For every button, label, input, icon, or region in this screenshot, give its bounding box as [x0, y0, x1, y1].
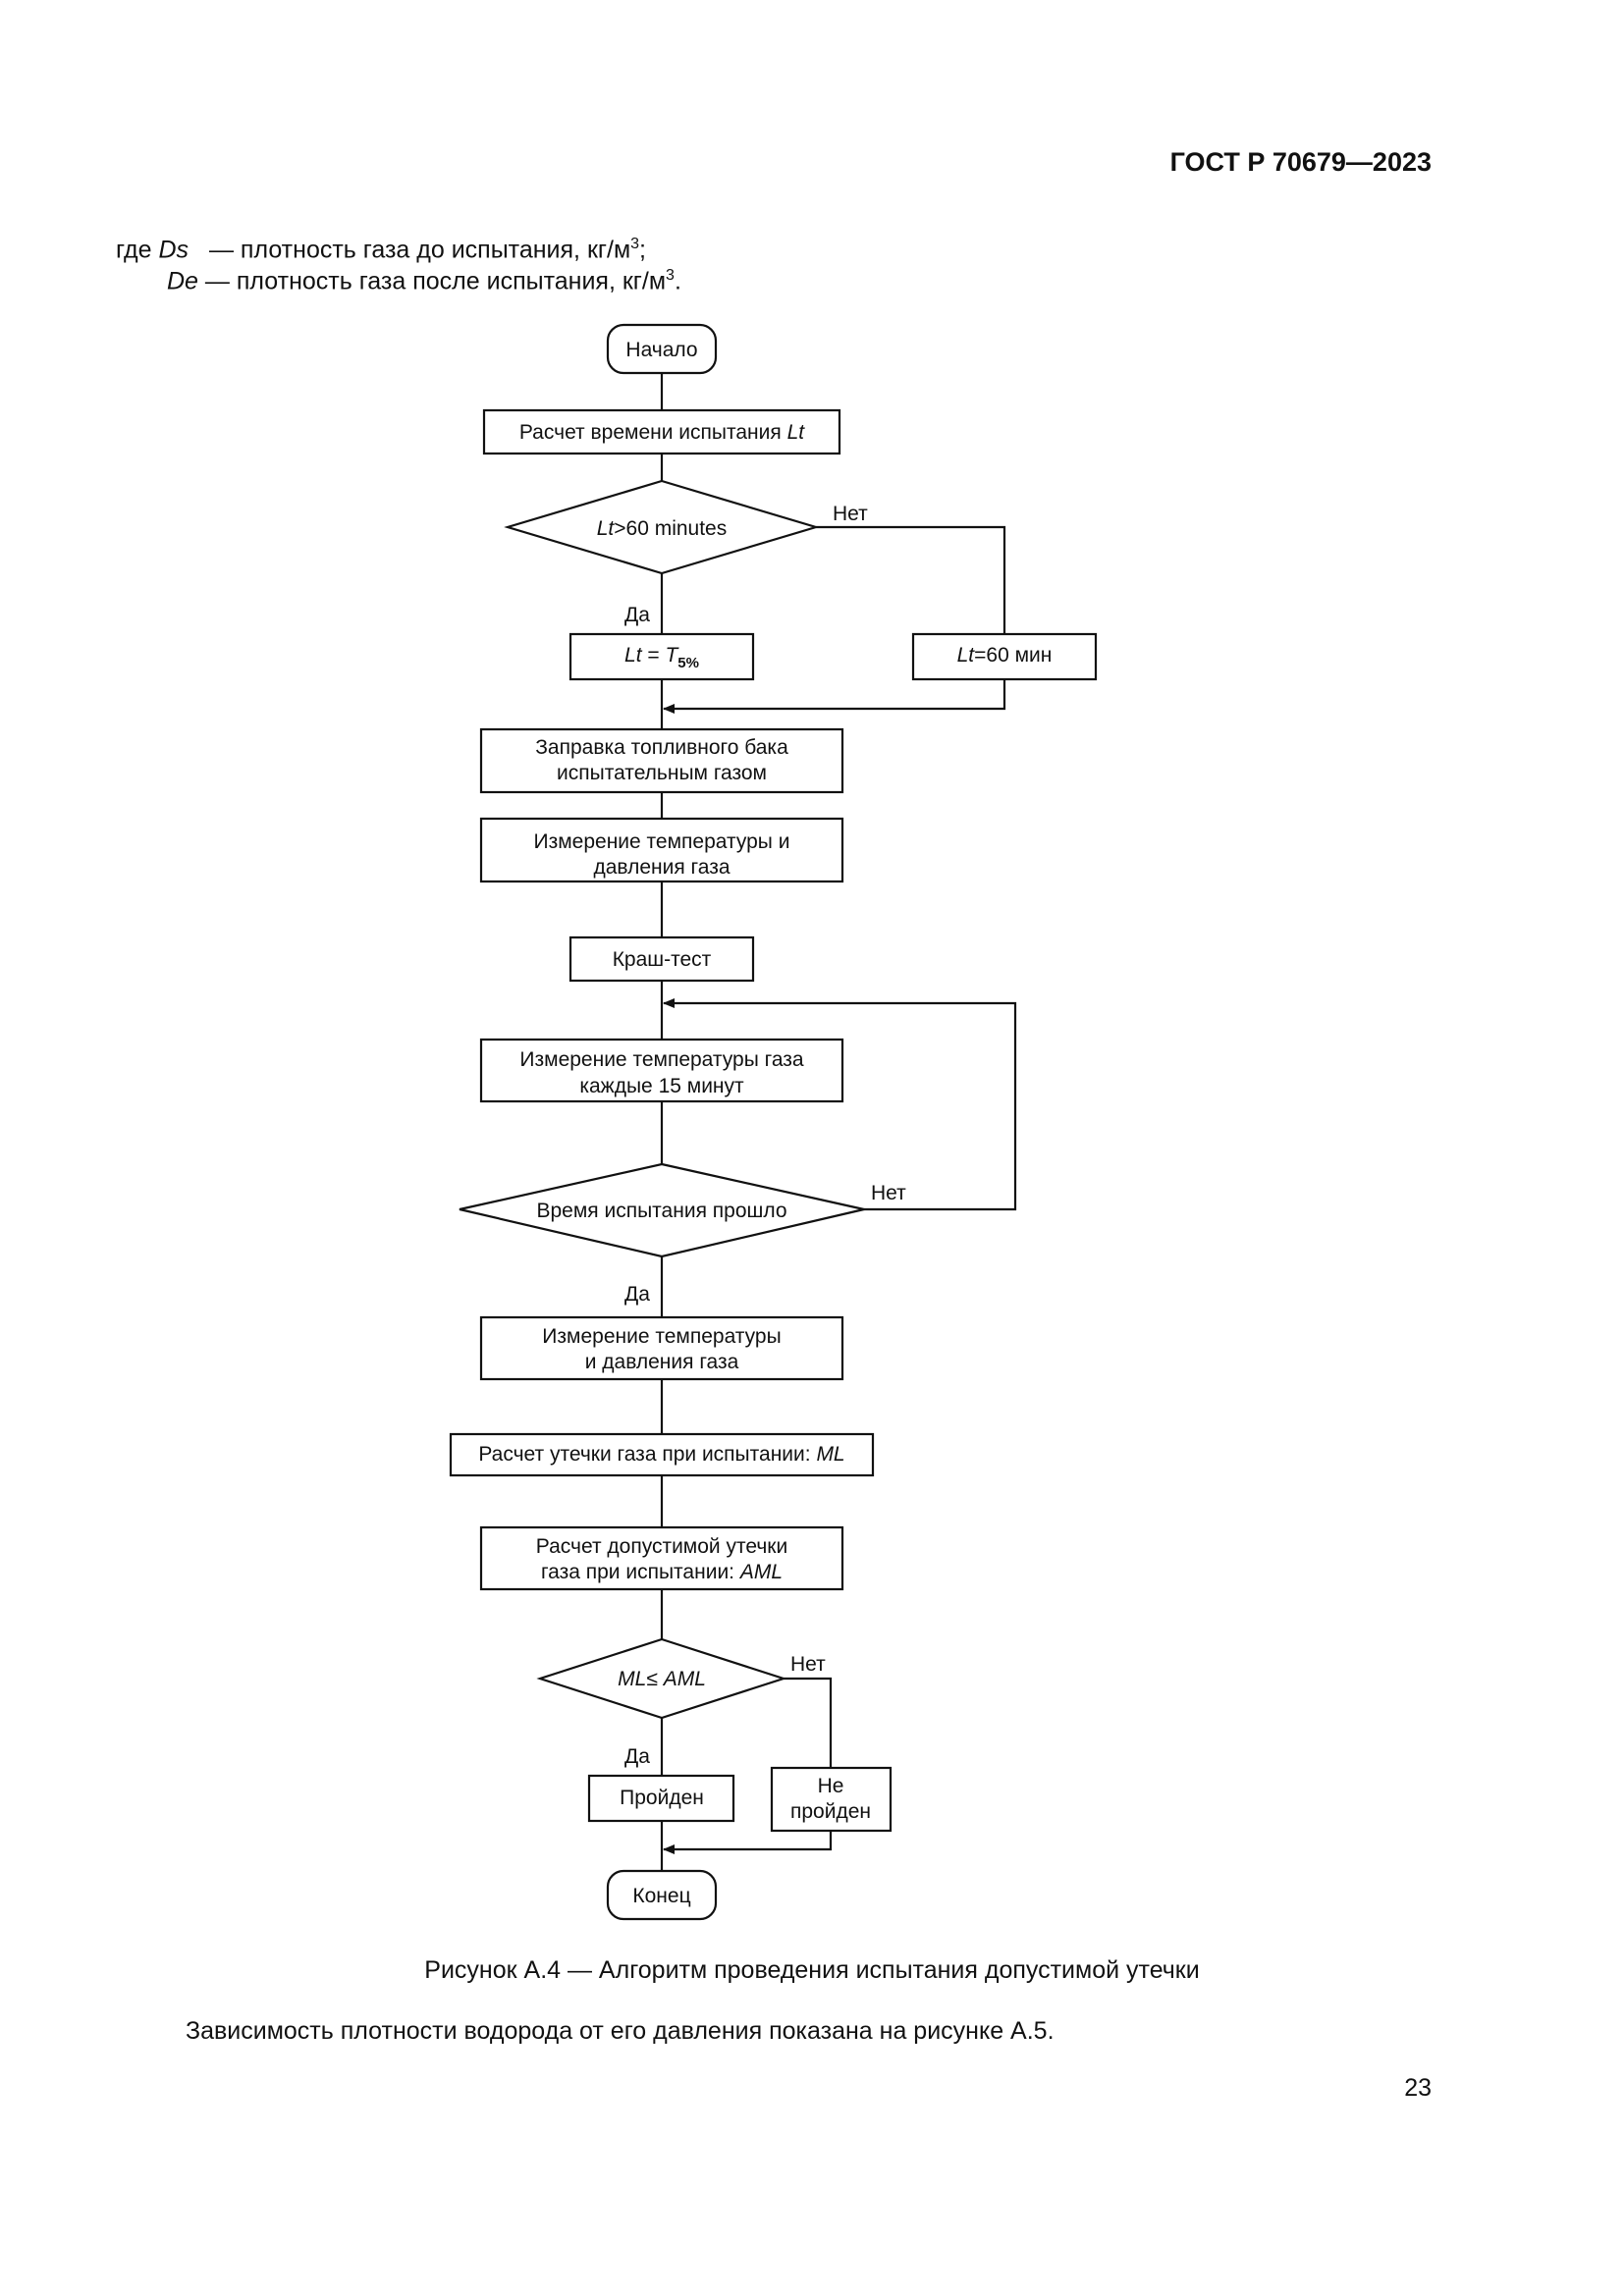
page-number: 23	[1404, 2074, 1432, 2102]
calc-aml-line1: Расчет допустимой утечки	[536, 1535, 787, 1558]
fill-tank-box: Заправка топливного бака испытательным г…	[479, 727, 844, 794]
decision-lt-60: Lt>60 minutes	[504, 479, 820, 575]
calc-aml-line2: газа при испытании: AML	[541, 1561, 783, 1583]
yes-label-3: Да	[624, 1745, 650, 1768]
assign-t5-label: Lt = T5%	[624, 644, 699, 671]
failed-line1: Не	[818, 1775, 844, 1797]
symbol-ds: Ds	[158, 236, 189, 264]
assign-t5-box: Lt = T5%	[568, 632, 755, 681]
decision-ml-le-aml: ML≤ AML	[536, 1637, 787, 1720]
passed-label: Пройден	[620, 1787, 704, 1809]
calc-ml-box: Расчет утечки газа при испытании: ML	[449, 1432, 875, 1477]
where-row-de: De — плотность газа после испытания, кг/…	[167, 267, 681, 295]
calc-time-box: Расчет времени испытания Lt	[482, 408, 841, 455]
measure2-line1: Измерение температуры	[542, 1325, 781, 1348]
decision-time-elapsed-label: Время испытания прошло	[536, 1200, 786, 1222]
measure2-line2: и давления газа	[585, 1351, 739, 1373]
no-label-3: Нет	[790, 1653, 826, 1676]
fill-tank-line2: испытательным газом	[557, 762, 767, 784]
measure-temp-pressure-box: Измерение температуры и давления газа	[479, 817, 844, 883]
measure-loop-box: Измерение температуры газа каждые 15 мин…	[479, 1038, 844, 1103]
failed-line2: пройден	[790, 1800, 871, 1823]
where-prefix: где	[116, 236, 152, 264]
no-label-2: Нет	[871, 1182, 906, 1204]
yes-label-2: Да	[624, 1283, 650, 1306]
assign-60-box: Lt=60 мин	[911, 632, 1098, 681]
end-terminal: Конец	[606, 1869, 718, 1921]
symbol-de: De	[167, 267, 198, 295]
no-label-1: Нет	[833, 503, 868, 525]
connectors	[660, 373, 1017, 1871]
where-row-ds: где Ds — плотность газа до испытания, кг…	[116, 236, 646, 264]
decision-time-elapsed: Время испытания прошло	[459, 1162, 865, 1258]
measure-loop-line1: Измерение температуры газа	[519, 1048, 803, 1071]
body-paragraph: Зависимость плотности водорода от его да…	[186, 2017, 1055, 2045]
figure-caption: Рисунок А.4 — Алгоритм проведения испыта…	[424, 1956, 1200, 1984]
dash: —	[204, 267, 230, 295]
measure-final-box: Измерение температуры и давления газа	[479, 1315, 844, 1381]
punctuation: ;	[639, 236, 646, 264]
definition-ds: плотность газа до испытания, кг/м	[240, 236, 631, 264]
passed-box: Пройден	[587, 1774, 735, 1823]
punctuation: .	[674, 267, 681, 295]
dash: —	[208, 236, 234, 264]
failed-box: Не пройден	[770, 1766, 893, 1833]
fill-tank-line1: Заправка топливного бака	[535, 736, 788, 759]
start-terminal: Начало	[606, 323, 718, 375]
superscript: 3	[630, 236, 640, 252]
end-label: Конец	[632, 1885, 690, 1907]
assign-60-label: Lt=60 мин	[957, 644, 1053, 667]
calc-time-label: Расчет времени испытания Lt	[519, 421, 805, 444]
decision-ml-le-aml-label: ML≤ AML	[618, 1668, 706, 1690]
calc-aml-box: Расчет допустимой утечки газа при испыта…	[479, 1525, 844, 1591]
document-header: ГОСТ Р 70679—2023	[1169, 147, 1432, 177]
calc-ml-label: Расчет утечки газа при испытании: ML	[478, 1443, 844, 1466]
measure1-line1: Измерение температуры и	[534, 830, 790, 853]
measure-loop-line2: каждые 15 минут	[579, 1075, 744, 1097]
superscript: 3	[666, 267, 675, 284]
measure1-line2: давления газа	[593, 856, 730, 879]
crash-test-box: Краш-тест	[568, 935, 755, 983]
crash-test-label: Краш-тест	[613, 948, 712, 971]
definition-de: плотность газа после испытания, кг/м	[236, 267, 667, 295]
start-label: Начало	[625, 339, 697, 361]
decision-lt-60-label: Lt>60 minutes	[597, 517, 728, 540]
yes-label-1: Да	[624, 604, 650, 626]
